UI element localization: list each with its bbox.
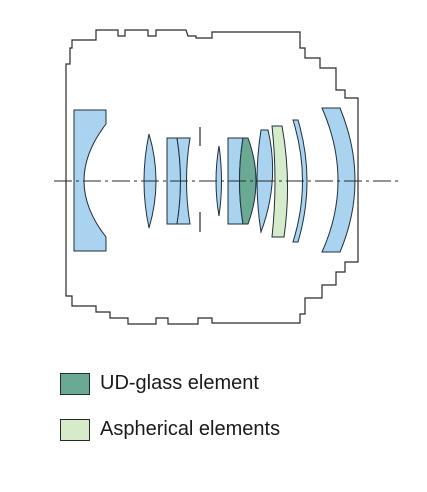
lens-element-5 <box>215 145 222 217</box>
lens-element-11 <box>321 107 356 253</box>
lens-construction-diagram <box>54 29 400 325</box>
aspherical-swatch <box>60 418 90 441</box>
lens-element-10 <box>292 119 308 243</box>
ud-glass-swatch <box>60 372 90 395</box>
lens-element-1 <box>73 109 107 252</box>
ud-glass-element <box>239 137 257 225</box>
legend-label-ud-glass: UD-glass element <box>100 372 259 394</box>
legend-item-aspherical: Aspherical elements <box>60 418 280 441</box>
legend-item-ud-glass: UD-glass element <box>60 372 259 395</box>
legend-label-aspherical: Aspherical elements <box>100 418 281 440</box>
lens-barrel-outline <box>65 29 359 325</box>
